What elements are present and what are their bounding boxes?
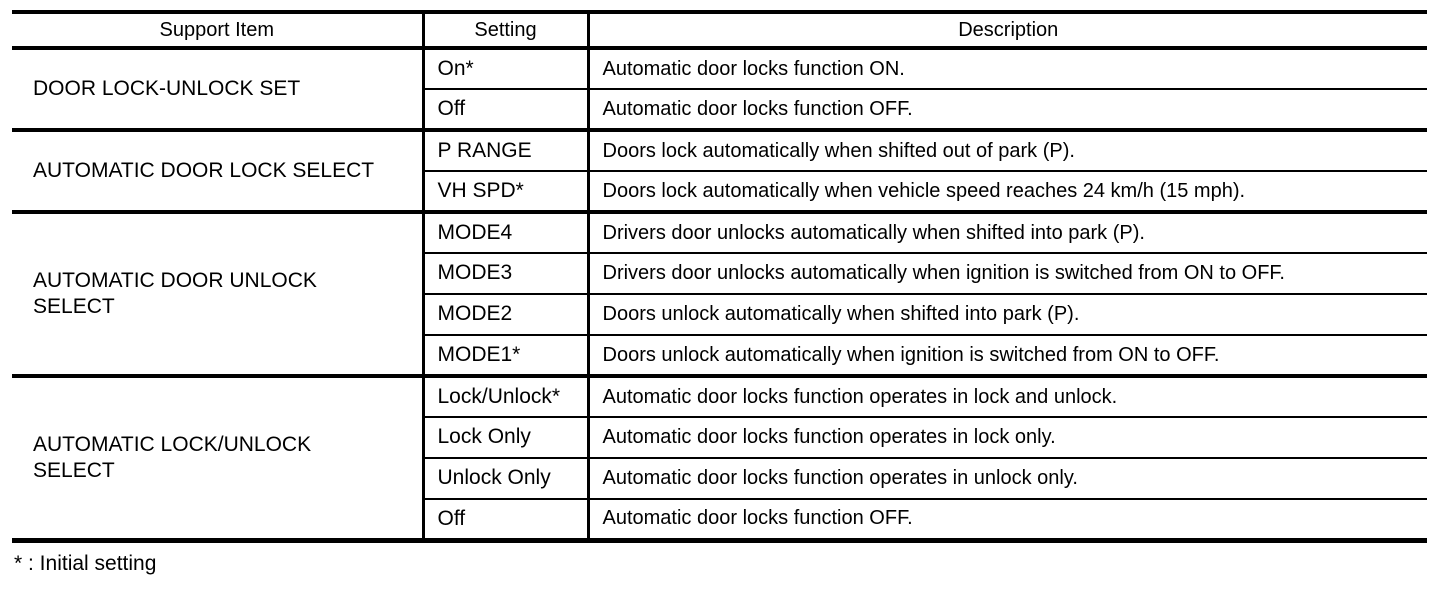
setting-cell: Off xyxy=(423,498,590,540)
table-row: Lock Only Automatic door locks function … xyxy=(12,416,1427,458)
table-row: Off Automatic door locks function OFF. xyxy=(12,498,1427,540)
description-cell: Doors unlock automatically when ignition… xyxy=(588,334,1427,376)
description-cell: Automatic door locks function operates i… xyxy=(588,416,1427,458)
table-row: Off Automatic door locks function OFF. xyxy=(12,88,1427,130)
table-row: MODE2 Doors unlock automatically when sh… xyxy=(12,293,1427,335)
support-item-cell: DOOR LOCK-UNLOCK SET xyxy=(12,46,425,130)
setting-cell: Lock Only xyxy=(423,416,590,458)
support-item-cell: AUTOMATIC DOOR LOCK SELECT xyxy=(12,128,425,212)
description-cell: Automatic door locks function operates i… xyxy=(588,374,1427,417)
setting-cell: MODE3 xyxy=(423,252,590,294)
col-header-setting: Setting xyxy=(423,12,590,50)
description-cell: Doors unlock automatically when shifted … xyxy=(588,293,1427,335)
setting-cell: P RANGE xyxy=(423,128,590,171)
table-row: DOOR LOCK-UNLOCK SET On* Automatic door … xyxy=(12,46,1427,130)
description-cell: Automatic door locks function OFF. xyxy=(588,498,1427,540)
support-item-cell: AUTOMATIC LOCK/UNLOCK SELECT xyxy=(12,374,425,540)
table-row: VH SPD* Doors lock automatically when ve… xyxy=(12,170,1427,212)
initial-setting-footnote: * : Initial setting xyxy=(14,551,157,575)
col-header-description: Description xyxy=(588,12,1427,50)
description-cell: Doors lock automatically when shifted ou… xyxy=(588,128,1427,171)
setting-cell: VH SPD* xyxy=(423,170,590,212)
table-row: AUTOMATIC DOOR LOCK SELECT P RANGE Doors… xyxy=(12,128,1427,212)
table-row: MODE3 Drivers door unlocks automatically… xyxy=(12,252,1427,294)
description-cell: Drivers door unlocks automatically when … xyxy=(588,210,1427,253)
setting-cell: Off xyxy=(423,88,590,130)
description-cell: Doors lock automatically when vehicle sp… xyxy=(588,170,1427,212)
setting-cell: Unlock Only xyxy=(423,457,590,499)
setting-cell: Lock/Unlock* xyxy=(423,374,590,417)
description-cell: Automatic door locks function OFF. xyxy=(588,88,1427,130)
setting-cell: MODE1* xyxy=(423,334,590,376)
table-row: AUTOMATIC LOCK/UNLOCK SELECT Lock/Unlock… xyxy=(12,374,1427,540)
support-item-cell: AUTOMATIC DOOR UNLOCK SELECT xyxy=(12,210,425,376)
col-header-support-item: Support Item xyxy=(12,12,425,50)
description-cell: Automatic door locks function operates i… xyxy=(588,457,1427,499)
description-cell: Drivers door unlocks automatically when … xyxy=(588,252,1427,294)
table-row: MODE1* Doors unlock automatically when i… xyxy=(12,334,1427,376)
setting-cell: MODE4 xyxy=(423,210,590,253)
table-header-row: Support Item Setting Description xyxy=(12,12,1427,50)
table-row: Unlock Only Automatic door locks functio… xyxy=(12,457,1427,499)
setting-cell: MODE2 xyxy=(423,293,590,335)
table-row: AUTOMATIC DOOR UNLOCK SELECT MODE4 Drive… xyxy=(12,210,1427,376)
door-lock-settings-table: Support Item Setting Description DOOR LO… xyxy=(12,10,1427,543)
setting-cell: On* xyxy=(423,46,590,89)
description-cell: Automatic door locks function ON. xyxy=(588,46,1427,89)
